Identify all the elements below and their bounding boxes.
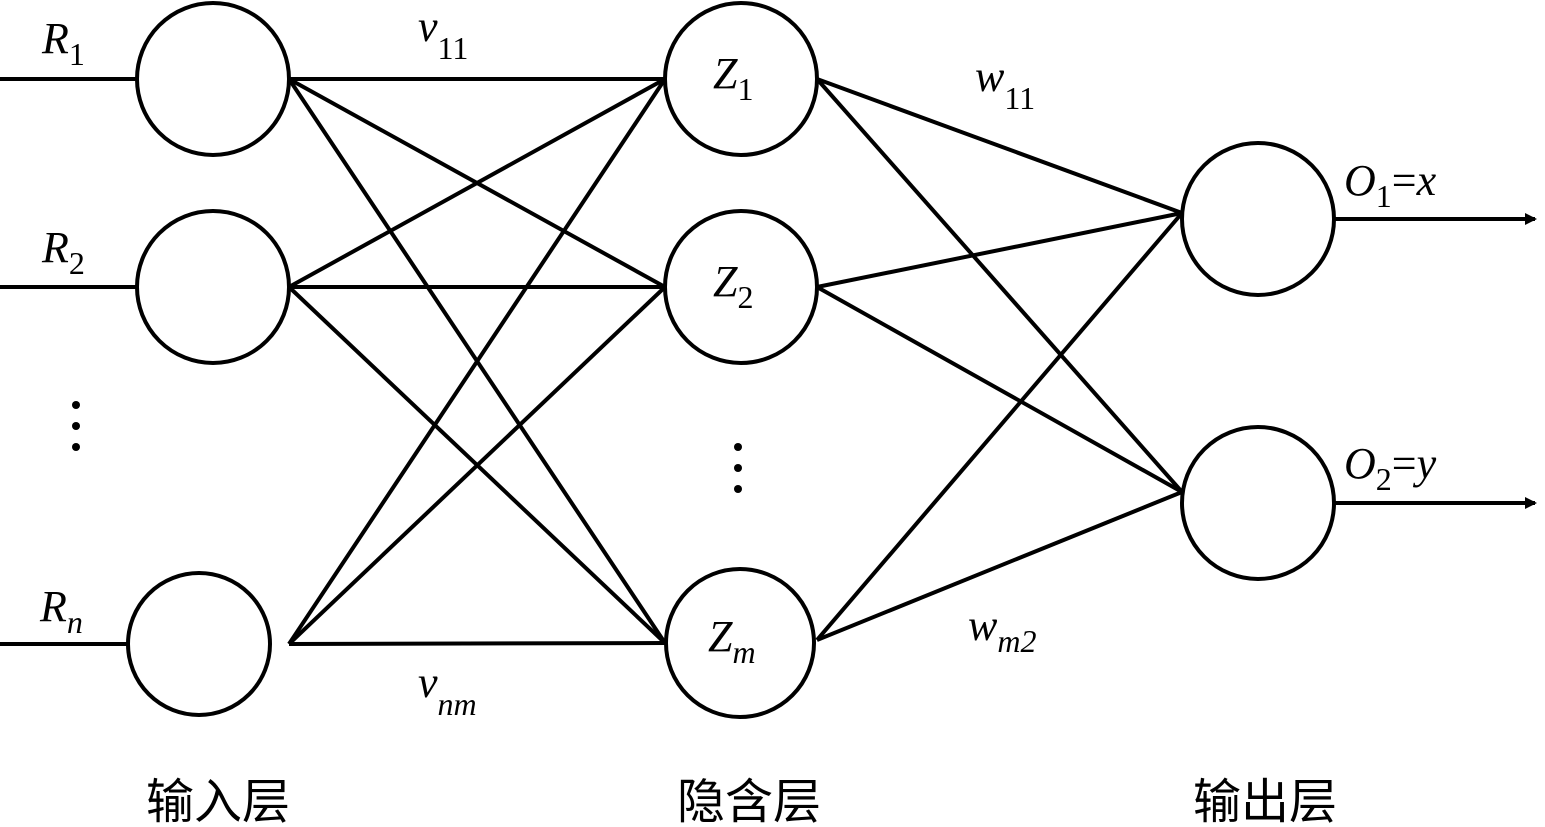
ellipsis-dot: [72, 443, 80, 451]
edge-input-inn-to-z2: [287, 285, 667, 646]
input-label-r1: R1: [41, 14, 85, 72]
layer-title-input: 输入层: [146, 774, 290, 827]
input-layer-nodes: [126, 1, 291, 717]
hidden-node-z1: [663, 1, 819, 157]
edge-input-inn-to-z1: [287, 77, 667, 646]
output-node-o1: [1180, 141, 1336, 297]
input-label-r2: R2: [41, 223, 85, 281]
ellipsis-dot: [72, 401, 80, 409]
output-node-o2: [1180, 425, 1336, 581]
edge-input-inn-to-zm: [288, 641, 666, 646]
weight-label-wm2: wm2: [968, 601, 1036, 659]
layer-title-output: 输出层: [1193, 774, 1337, 827]
output-label-o1: O1=x: [1344, 156, 1437, 214]
output-var-y: y: [1413, 439, 1437, 488]
ellipsis-dot: [734, 443, 742, 451]
edge-hidden-z2-to-o2: [816, 285, 1183, 494]
output-arrows: [1334, 213, 1537, 509]
input-node-1: [135, 1, 291, 157]
layer-title-hidden: 隐含层: [677, 774, 821, 827]
input-node-n: [126, 571, 272, 717]
hidden-layer-nodes: [663, 1, 819, 719]
input-ellipsis: [72, 401, 80, 451]
weight-label-vnm: vnm: [418, 658, 477, 722]
edge-hidden-zm-to-o1: [815, 211, 1184, 642]
hidden-node-z2: [663, 209, 819, 365]
hidden-node-zm: [664, 567, 816, 719]
edge-input-in2-to-z1: [288, 77, 666, 289]
input-lines: [0, 77, 138, 646]
weight-label-w11: w11: [975, 52, 1035, 116]
hidden-ellipsis: [734, 443, 742, 493]
connections: [287, 77, 1184, 646]
ellipsis-dot: [72, 422, 80, 430]
ellipsis-dot: [734, 464, 742, 472]
ellipsis-dot: [734, 485, 742, 493]
hidden-label-z1: Z1: [713, 49, 753, 107]
edge-hidden-z1-to-o1: [816, 77, 1183, 215]
input-node-2: [135, 209, 291, 365]
hidden-label-zm: Zm: [708, 612, 756, 670]
edge-hidden-z2-to-o1: [816, 211, 1183, 289]
output-layer-nodes: [1180, 141, 1336, 581]
input-label-rn: Rn: [39, 582, 83, 640]
edge-hidden-zm-to-o2: [816, 490, 1183, 642]
hidden-label-z2: Z2: [713, 257, 753, 315]
weight-label-v11: v11: [418, 2, 468, 66]
output-var-x: x: [1416, 156, 1437, 205]
output-label-o2: O2=y: [1344, 439, 1437, 497]
edge-hidden-z1-to-o2: [815, 77, 1184, 494]
